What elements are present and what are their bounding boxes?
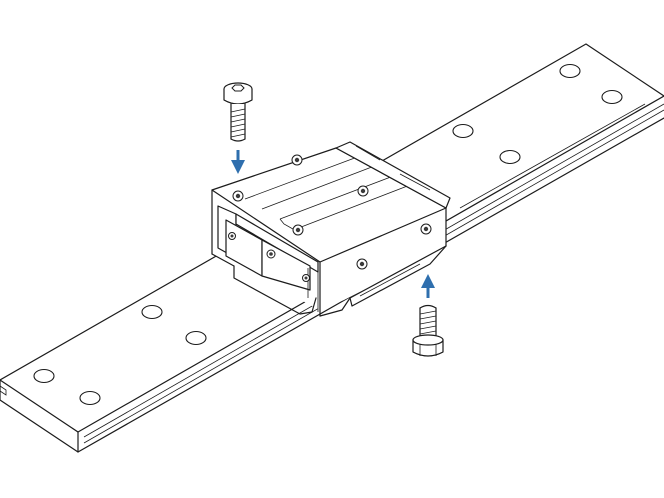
screw-icon [223,82,253,142]
rail-holes [33,63,623,406]
rail-hole [601,89,623,105]
rail-hole [79,390,101,406]
rail-hole [559,63,581,79]
screw-icon [412,304,444,357]
carriage-tapped-holes [232,154,432,270]
rail-hole [452,123,474,139]
arrow-down-icon [231,150,245,174]
rail-hole [33,368,55,384]
rail-hole [185,330,207,346]
rail-hole [499,149,521,165]
arrow-up-icon [421,274,435,298]
carriage-block [211,141,451,317]
rail-hole [141,304,163,320]
